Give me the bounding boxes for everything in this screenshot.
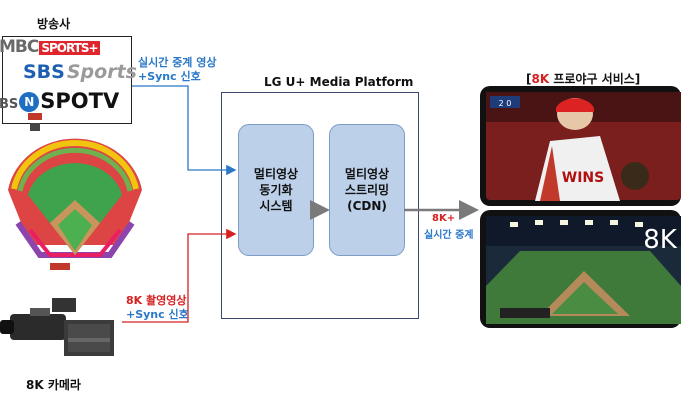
jersey-text: WINS (562, 170, 604, 186)
realtime-relay-label: 실시간 중계 (424, 230, 474, 241)
sync-signal-label-bottom: +Sync 신호 (126, 308, 189, 321)
camera-feed-label: 8K 촬영영상 (126, 294, 187, 307)
blue-feed-arrow (132, 85, 237, 176)
spotv-circle-icon: N (19, 92, 40, 112)
smartphone-8k-service-image: 2 0 WINS 8K (480, 86, 681, 328)
realtime-feed-label: 실시간 중계 영상 (138, 56, 217, 69)
eightk-camera-image (0, 298, 114, 356)
camera-label: 8K 카메라 (26, 378, 81, 392)
eightk-plus-label: 8K+ (432, 213, 456, 224)
stadium-seating-chart-image (8, 113, 142, 270)
sync-signal-label-top: +Sync 신호 (138, 70, 201, 83)
screen-8k-badge: 8K (643, 225, 678, 255)
broadcaster-label: 방송사 (37, 17, 71, 31)
red-feed-arrow (122, 228, 237, 323)
score-display: 2 0 (499, 99, 512, 108)
service-title: [8K 프로야구 서비스] (526, 72, 641, 86)
platform-title: LG U+ Media Platform (264, 75, 414, 89)
